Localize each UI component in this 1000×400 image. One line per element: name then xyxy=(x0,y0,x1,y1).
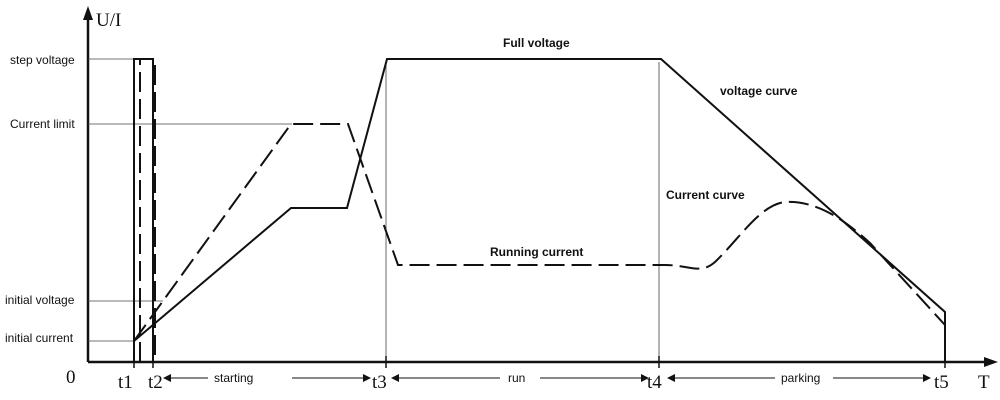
t3-label: t3 xyxy=(372,372,387,393)
t4-label: t4 xyxy=(647,372,662,393)
current-curve-label: Current curve xyxy=(666,188,745,202)
time-ticks xyxy=(133,356,946,368)
running-current-label: Running current xyxy=(490,245,583,259)
voltage-main-line xyxy=(133,58,946,362)
t5-label: t5 xyxy=(934,372,949,393)
voltage-curve-label: voltage curve xyxy=(720,84,798,98)
run-label: run xyxy=(508,371,525,385)
current-step-pulse xyxy=(139,58,156,362)
voltage-step-pulse xyxy=(133,58,154,362)
full-voltage-label: Full voltage xyxy=(503,36,570,50)
t1-label: t1 xyxy=(118,372,133,393)
x-axis-name: T xyxy=(978,372,990,393)
step-voltage-label: step voltage xyxy=(10,53,75,67)
y-axis-arrow xyxy=(83,6,93,20)
x-axis-arrow xyxy=(984,357,998,367)
y-axis-name: U/I xyxy=(96,10,121,31)
initial-voltage-label: initial voltage xyxy=(5,293,75,307)
initial-current-label: initial current xyxy=(5,331,74,345)
parking-label: parking xyxy=(781,371,820,385)
current-limit-label: Current limit xyxy=(10,117,75,131)
t2-label: t2 xyxy=(148,372,163,393)
current-curve xyxy=(133,58,946,362)
starting-label: starting xyxy=(214,371,253,385)
current-main-line xyxy=(133,123,946,342)
reference-lines xyxy=(88,58,660,362)
origin-label: 0 xyxy=(66,367,76,388)
